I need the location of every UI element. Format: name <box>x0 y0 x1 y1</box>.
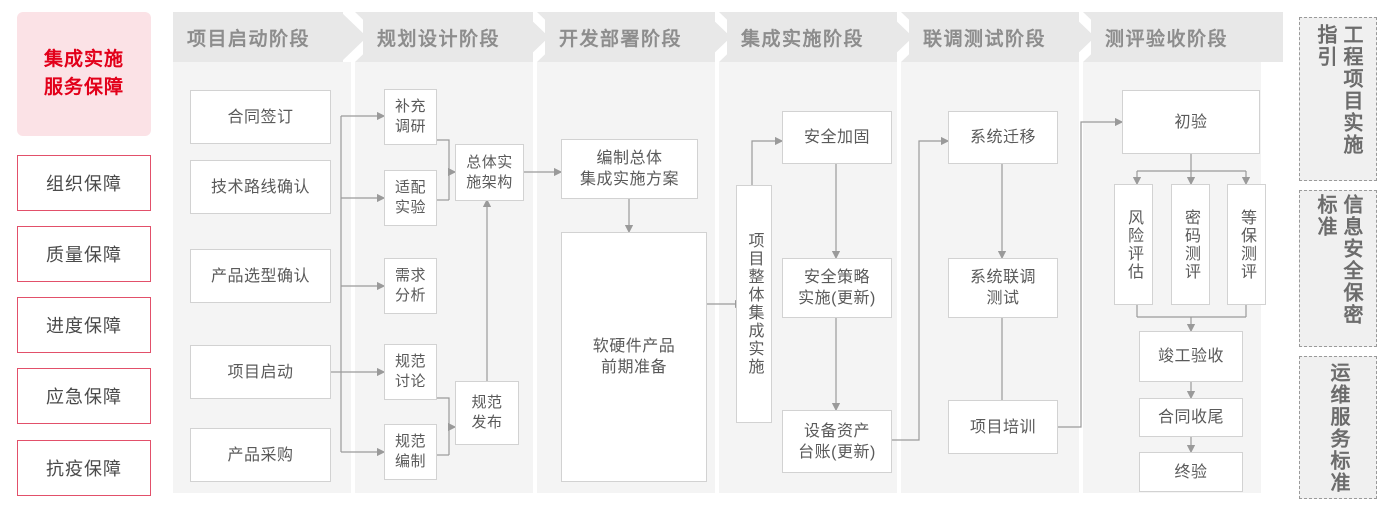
guarantee-item-2[interactable]: 进度保障 <box>17 297 151 353</box>
node-p3-1[interactable]: 软硬件产品 前期准备 <box>561 232 707 482</box>
standard-label-1: 信息安全保密标准 <box>1314 193 1362 326</box>
node-p1-3[interactable]: 项目启动 <box>190 345 331 399</box>
standard-item-2[interactable]: 运维服务标准 <box>1299 356 1377 499</box>
node-p4-2[interactable]: 安全策略 实施(更新) <box>782 258 892 318</box>
standard-item-1[interactable]: 信息安全保密标准 <box>1299 190 1377 347</box>
guarantee-item-0[interactable]: 组织保障 <box>17 155 151 211</box>
standard-label-0: 工程项目实施指引 <box>1314 24 1362 156</box>
node-p5-1[interactable]: 系统联调 测试 <box>948 258 1058 318</box>
title-line-2: 服务保障 <box>43 77 124 98</box>
node-p5-0[interactable]: 系统迁移 <box>948 111 1058 164</box>
node-p5-2[interactable]: 项目培训 <box>948 400 1058 454</box>
node-p2-1[interactable]: 适配 实验 <box>384 170 437 226</box>
phase-title-p2: 规划设计阶段 <box>363 12 533 62</box>
node-p4-0[interactable]: 项目整体集成实施 <box>736 185 772 423</box>
phase-title-p6: 测评验收阶段 <box>1091 12 1261 62</box>
node-p6-0[interactable]: 初验 <box>1122 90 1260 154</box>
node-p4-3[interactable]: 设备资产 台账(更新) <box>782 410 892 473</box>
standard-label-2: 运维服务标准 <box>1327 361 1349 494</box>
node-p2-5[interactable]: 总体实 施架构 <box>455 144 524 201</box>
node-p2-2[interactable]: 需求 分析 <box>384 258 437 314</box>
standard-item-0[interactable]: 工程项目实施指引 <box>1299 17 1377 181</box>
node-p6-2[interactable]: 密码测评 <box>1171 184 1210 305</box>
node-p3-0[interactable]: 编制总体 集成实施方案 <box>561 139 698 199</box>
node-p6-1[interactable]: 风险评估 <box>1114 184 1153 305</box>
guarantee-item-3[interactable]: 应急保障 <box>17 368 151 424</box>
phase-title-p4: 集成实施阶段 <box>727 12 897 62</box>
guarantee-item-4[interactable]: 抗疫保障 <box>17 440 151 496</box>
node-p6-5[interactable]: 合同收尾 <box>1139 398 1243 437</box>
title-line-1: 集成实施 <box>43 49 124 70</box>
node-p1-2[interactable]: 产品选型确认 <box>190 249 331 303</box>
node-p2-0[interactable]: 补充 调研 <box>384 89 437 145</box>
title-block: 集成实施 服务保障 <box>17 12 151 136</box>
node-p1-0[interactable]: 合同签订 <box>190 90 331 144</box>
node-p2-6[interactable]: 规范 发布 <box>455 381 519 445</box>
node-p2-4[interactable]: 规范 编制 <box>384 424 437 480</box>
node-p6-3[interactable]: 等保测评 <box>1227 184 1266 305</box>
node-p1-1[interactable]: 技术路线确认 <box>190 160 331 214</box>
phase-title-p3: 开发部署阶段 <box>545 12 715 62</box>
phase-title-p5: 联调测试阶段 <box>909 12 1079 62</box>
node-p1-4[interactable]: 产品采购 <box>190 428 331 482</box>
node-p4-1[interactable]: 安全加固 <box>782 111 892 164</box>
node-p2-3[interactable]: 规范 讨论 <box>384 344 437 400</box>
node-p6-4[interactable]: 竣工验收 <box>1139 331 1243 382</box>
phase-title-p1: 项目启动阶段 <box>173 12 343 62</box>
node-p6-6[interactable]: 终验 <box>1139 452 1243 492</box>
guarantee-item-1[interactable]: 质量保障 <box>17 226 151 282</box>
